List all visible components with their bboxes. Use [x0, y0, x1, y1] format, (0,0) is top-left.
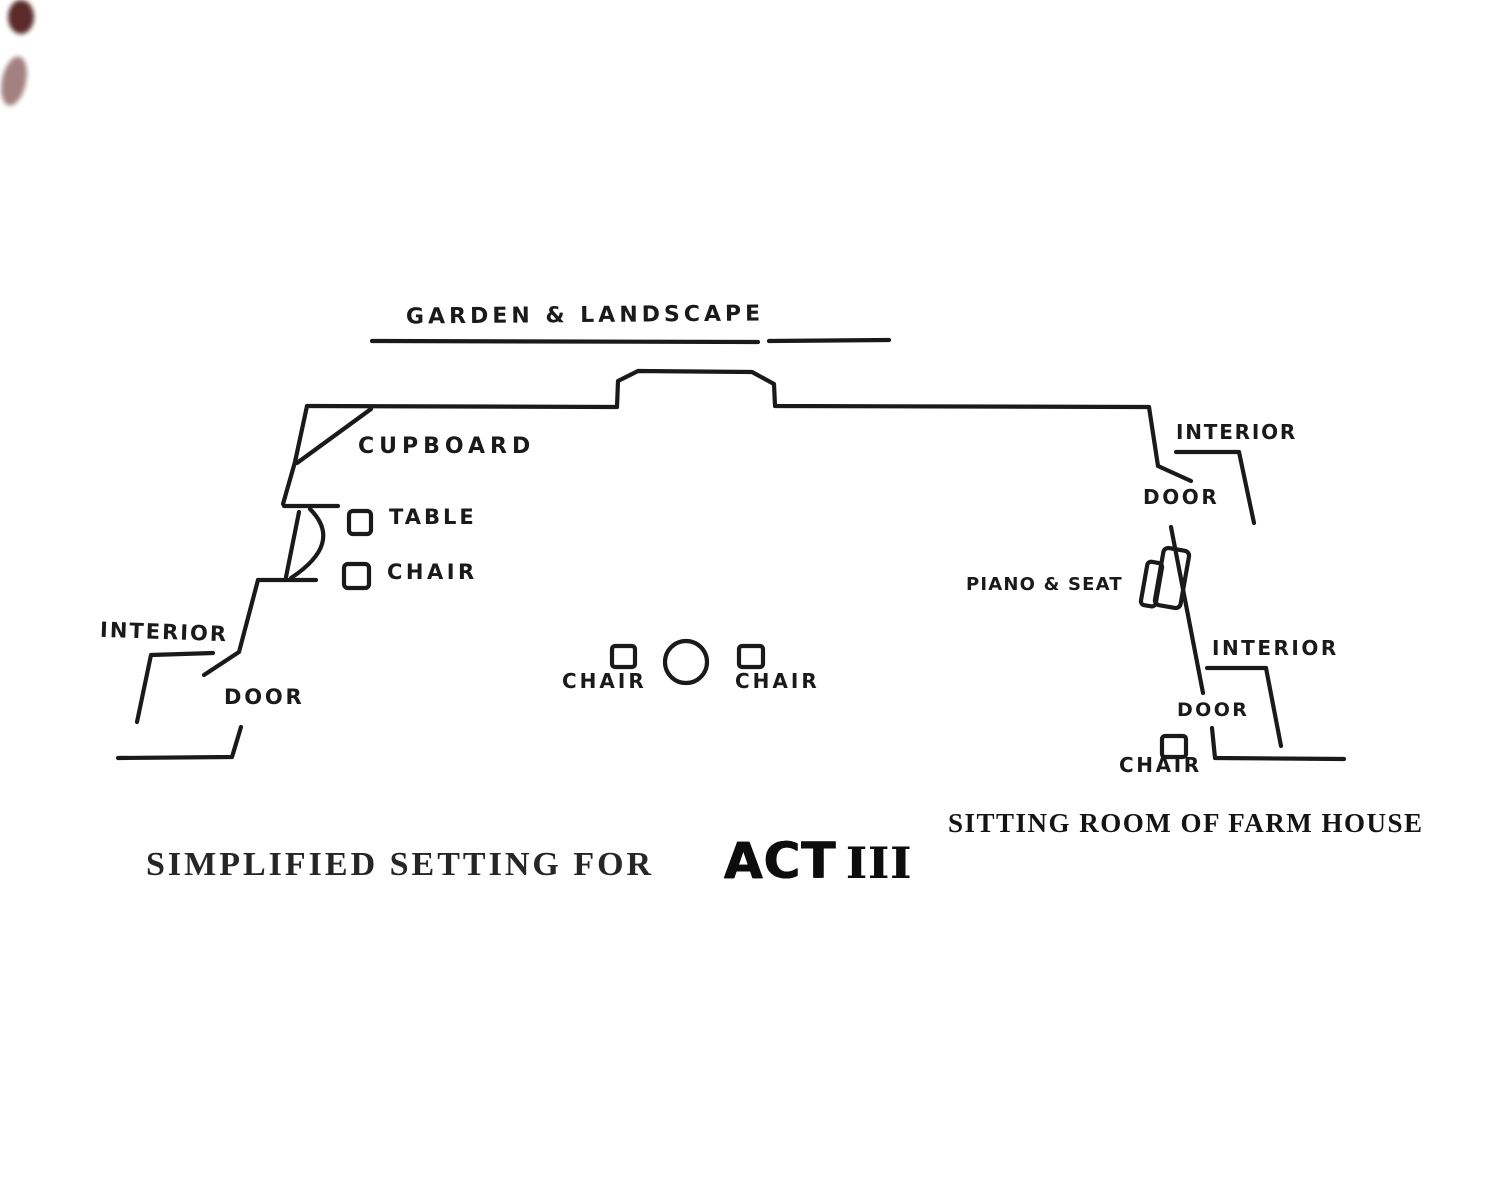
right-wall	[1168, 524, 1206, 696]
door-right-bottom-label: DOOR	[1177, 699, 1250, 721]
table-shape	[346, 508, 374, 537]
chair-center-left-shape	[609, 643, 638, 670]
left-door-leaf	[283, 509, 302, 580]
garden-underline	[369, 337, 892, 345]
act-word: ACT	[724, 832, 837, 890]
door-right-top-label: DOOR	[1143, 485, 1220, 509]
chair-right-bottom-label: CHAIR	[1119, 753, 1202, 777]
chair-center-right-label: CHAIR	[735, 669, 820, 693]
interior-left-label: INTERIOR	[99, 617, 229, 647]
right-lower-interior-backing-flat	[1204, 665, 1284, 749]
left-corner-wall	[280, 403, 310, 507]
cupboard-line	[294, 406, 374, 466]
left-bottom-wall	[115, 724, 244, 761]
garden-landscape-label: GARDEN & LANDSCAPE	[405, 301, 765, 330]
round-table-shape	[662, 638, 710, 686]
act-numeral: III	[846, 839, 913, 889]
ink-smudge	[8, 0, 34, 34]
table-label: TABLE	[389, 505, 477, 529]
chair-center-right-shape	[736, 643, 766, 670]
left-door-swing-arc	[288, 506, 326, 581]
setting-caption: SIMPLIFIED SETTING FOR	[146, 846, 655, 883]
back-wall-and-bay-window	[304, 368, 1194, 484]
room-caption: SITTING ROOM OF FARM HOUSE	[948, 808, 1424, 838]
left-interior-backing-flat	[134, 650, 216, 725]
left-lower-wall	[201, 577, 261, 678]
cupboard-label: CUPBOARD	[358, 434, 536, 459]
piano-seat-shape	[1138, 559, 1165, 609]
right-bottom-wall	[1209, 725, 1347, 762]
interior-right-top-label: INTERIOR	[1176, 420, 1298, 444]
chair-left-shape	[341, 561, 372, 591]
chair-right-bottom-shape	[1159, 733, 1189, 760]
piano-seat-label: PIANO & SEAT	[966, 574, 1123, 595]
act-caption: ACT III	[724, 832, 913, 890]
chair-left-label: CHAIR	[387, 560, 478, 584]
door-left-label: DOOR	[224, 685, 305, 709]
right-upper-interior-backing-flat	[1173, 449, 1257, 526]
interior-right-bottom-label: INTERIOR	[1212, 636, 1339, 660]
chair-center-left-label: CHAIR	[562, 669, 647, 693]
